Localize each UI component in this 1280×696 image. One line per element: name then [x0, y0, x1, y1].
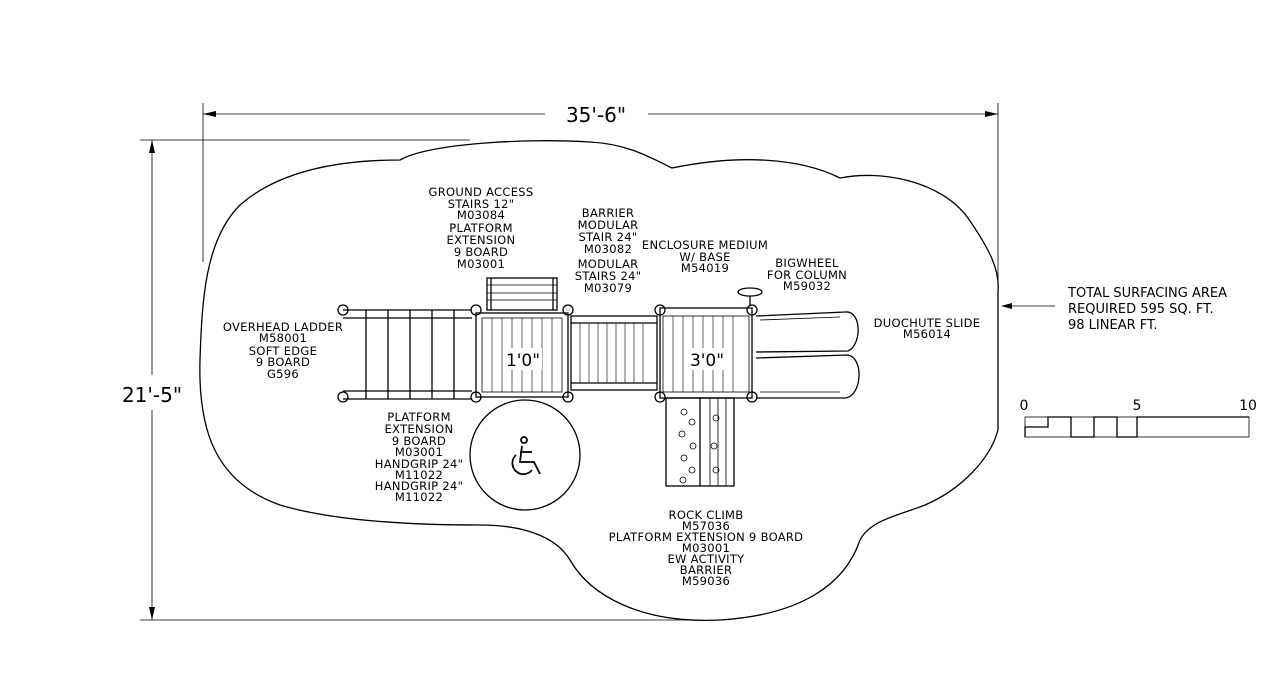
component-label-line: STAIRS 24" [575, 269, 642, 283]
scale-label-0: 0 [1020, 398, 1029, 414]
component-label-line: M03084 [457, 208, 505, 222]
component-label-line: DUOCHUTE SLIDE [874, 316, 981, 330]
surfacing-line-2: REQUIRED 595 SQ. FT. [1068, 302, 1214, 317]
component-label-line: EW ACTIVITY [667, 552, 745, 566]
bigwheel [737, 287, 763, 305]
component-label-line: MODULAR [578, 257, 639, 271]
component-label-line: GROUND ACCESS [429, 185, 534, 199]
label-duochute: DUOCHUTE SLIDE M56014 [874, 316, 981, 341]
component-label-line: EXTENSION [385, 422, 454, 436]
accessible-transfer-area [469, 399, 581, 511]
label-rock-climb: ROCK CLIMB M57036 PLATFORM EXTENSION 9 B… [609, 508, 804, 588]
component-label-line: 9 BOARD [392, 434, 446, 448]
width-label: 35'-6" [566, 103, 626, 127]
component-label-line: BARRIER [582, 206, 635, 220]
component-label-line: M56014 [903, 327, 951, 341]
component-label-line: G596 [267, 367, 299, 381]
label-overhead-ladder: OVERHEAD LADDER M58001 SOFT EDGE 9 BOARD… [223, 320, 343, 381]
component-label-line: HANDGRIP 24" [375, 457, 463, 471]
platform-left-height: 1'0" [506, 351, 540, 371]
component-label-line: HANDGRIP 24" [375, 479, 463, 493]
platform-left: 1'0" [470, 304, 574, 403]
wheelchair-icon [511, 436, 541, 476]
height-label: 21'-5" [122, 383, 182, 407]
component-label-line: PLATFORM [449, 221, 513, 235]
component-label-line: MODULAR [578, 218, 639, 232]
component-label-line: EXTENSION [447, 233, 516, 247]
component-label-line: 9 BOARD [256, 355, 310, 369]
component-label-line: M03082 [584, 242, 632, 256]
component-label-line: BIGWHEEL [775, 256, 839, 270]
platform-right-height: 3'0" [690, 351, 724, 371]
surfacing-line-1: TOTAL SURFACING AREA [1067, 286, 1227, 301]
component-label-line: M11022 [395, 490, 443, 504]
component-label-line: M58001 [259, 331, 307, 345]
component-label-line: M54019 [681, 261, 729, 275]
platform-right: 3'0" [654, 304, 758, 403]
component-label-line: M03001 [395, 445, 443, 459]
component-label-line: BARRIER [680, 563, 733, 577]
component-label-line: W/ BASE [679, 250, 730, 264]
label-barrier-stair: BARRIER MODULAR STAIR 24" M03082 MODULAR… [575, 206, 642, 295]
label-enclosure: ENCLOSURE MEDIUM W/ BASE M54019 [642, 238, 768, 275]
component-label-line: STAIRS 12" [448, 197, 515, 211]
component-label-line: M57036 [682, 519, 730, 533]
rock-climb [665, 397, 735, 487]
component-label-line: OVERHEAD LADDER [223, 320, 343, 334]
duochute-slide [755, 311, 860, 399]
component-label-line: PLATFORM EXTENSION 9 BOARD [609, 530, 804, 544]
scale-label-5: 5 [1133, 398, 1142, 414]
component-label-line: M59032 [783, 279, 831, 293]
surfacing-line-3: 98 LINEAR FT. [1068, 318, 1158, 333]
label-platform-extension: PLATFORM EXTENSION 9 BOARD M03001 HANDGR… [375, 410, 463, 504]
width-dimension: 35'-6" [202, 103, 999, 292]
component-label-line: M11022 [395, 468, 443, 482]
scale-bar: 0 5 10 [1020, 398, 1257, 438]
component-label-line: M03001 [682, 541, 730, 555]
ground-access-stairs [486, 277, 558, 311]
surfacing-note: TOTAL SURFACING AREA REQUIRED 595 SQ. FT… [1001, 286, 1227, 333]
modular-stairs [570, 315, 658, 391]
component-label-line: SOFT EDGE [249, 344, 317, 358]
component-label-line: FOR COLUMN [767, 268, 847, 282]
component-label-line: PLATFORM [387, 410, 451, 424]
component-label-line: ENCLOSURE MEDIUM [642, 238, 768, 252]
label-ground-access: GROUND ACCESS STAIRS 12" M03084 PLATFORM… [429, 185, 534, 271]
component-label-line: 9 BOARD [454, 245, 508, 259]
scale-label-10: 10 [1239, 398, 1257, 414]
component-label-line: M03079 [584, 281, 632, 295]
overhead-ladder [337, 304, 472, 403]
height-dimension: 21'-5" [122, 139, 690, 621]
label-bigwheel: BIGWHEEL FOR COLUMN M59032 [767, 256, 847, 293]
component-label-line: M03001 [457, 257, 505, 271]
component-label-line: ROCK CLIMB [669, 508, 744, 522]
component-label-line: M59036 [682, 574, 730, 588]
component-label-line: STAIR 24" [579, 230, 638, 244]
surfacing-area-outline [199, 140, 999, 622]
